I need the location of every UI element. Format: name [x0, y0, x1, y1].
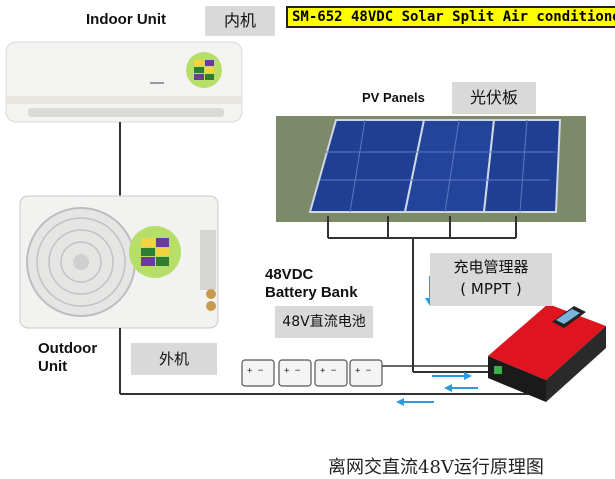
pv-panels-cn-label: 光伏板 — [452, 82, 536, 114]
outdoor-unit-label-line1: Outdoor — [38, 340, 98, 357]
outdoor-unit-cn-label: 外机 — [131, 343, 217, 375]
mppt-controller-label-line1: 充电管理器 — [453, 258, 529, 276]
indoor-unit-cn-label: 内机 — [205, 6, 275, 36]
mppt-controller-label: 充电管理器 ( MPPT ) — [430, 253, 552, 306]
svg-text:+ −: + − — [355, 366, 372, 376]
mppt-controller-label-line2: ( MPPT ) — [460, 280, 522, 298]
outdoor-unit-label-line2: Unit — [38, 358, 68, 375]
battery-bank-label-line2: Battery Bank — [265, 284, 358, 301]
pv-panels-image — [276, 116, 586, 222]
diagram-caption: 离网交直流48V运行原理图 — [328, 457, 544, 478]
svg-text:+ −: + − — [284, 366, 301, 376]
flow-arrow-right — [432, 372, 472, 380]
brand-logo — [186, 52, 222, 88]
pv-panels-label: PV Panels — [362, 90, 425, 105]
battery-bank-label-line1: 48VDC — [265, 266, 314, 283]
svg-text:+ −: + − — [247, 366, 264, 376]
battery-bank-cn-label: 48V直流电池 — [275, 306, 373, 338]
battery-bank-image — [241, 359, 383, 387]
indoor-unit-image — [5, 41, 243, 123]
brand-logo-outdoor — [129, 226, 181, 278]
svg-text:+ −: + − — [320, 366, 337, 376]
mppt-controller-image — [488, 304, 606, 402]
outdoor-unit-image — [19, 195, 219, 329]
battery-terminals: + − + − + − + − — [247, 366, 372, 376]
flow-arrow-left-bottom — [396, 398, 434, 406]
indoor-unit-label: Indoor Unit — [86, 11, 166, 28]
flow-arrow-left — [444, 384, 478, 392]
page-title: SM-652 48VDC Solar Split Air conditioner — [286, 6, 615, 28]
